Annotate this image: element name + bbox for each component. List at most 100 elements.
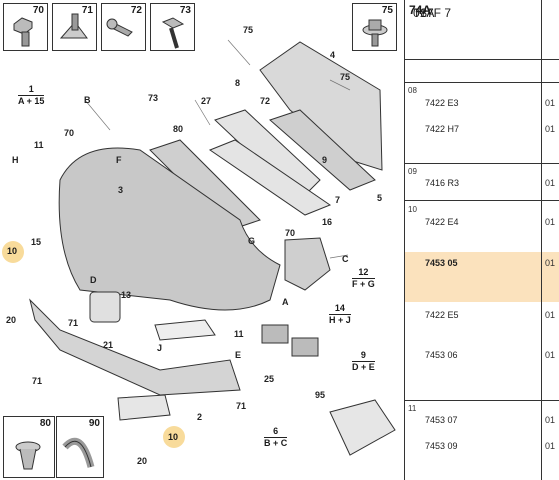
fastener-box-80[interactable]: 80 bbox=[3, 416, 55, 478]
fastener-number: 80 bbox=[39, 418, 51, 429]
bumper-line-art bbox=[29, 39, 396, 456]
callout-label[interactable]: F bbox=[116, 155, 122, 165]
brackets-25a bbox=[261, 324, 289, 344]
callout-label[interactable]: 95 bbox=[315, 390, 326, 400]
callout-label[interactable]: D bbox=[90, 275, 97, 285]
emblem bbox=[89, 291, 121, 323]
callout-label[interactable]: 20 bbox=[6, 315, 17, 325]
callout-label[interactable]: 3 bbox=[118, 185, 124, 195]
table-header: T87F 7 74A 01A bbox=[405, 0, 559, 60]
fastener-box-71[interactable]: 71 bbox=[52, 3, 97, 51]
part-code[interactable]: 7453 06 bbox=[425, 350, 458, 360]
highlighted-callout[interactable]: 10 bbox=[168, 432, 179, 442]
callout-label[interactable]: 75 bbox=[340, 72, 351, 82]
bolt-with-collar-icon bbox=[13, 17, 33, 47]
callout-label[interactable]: 27 bbox=[201, 96, 212, 106]
highlighted-callout[interactable]: 10 bbox=[7, 246, 18, 256]
part-code[interactable]: 7416 R3 bbox=[425, 178, 460, 188]
fog-light-bezel bbox=[154, 319, 216, 341]
fastener-box-75[interactable]: 75 bbox=[352, 3, 397, 51]
callout-label[interactable]: A bbox=[282, 297, 289, 307]
callout-label[interactable]: 13 bbox=[121, 290, 132, 300]
callout-label[interactable]: 4 bbox=[330, 50, 336, 60]
group-refs: A + 15 bbox=[18, 96, 45, 106]
group-label-14[interactable]: 14 H + J bbox=[329, 303, 351, 326]
middle-grille bbox=[208, 139, 332, 216]
side-bracket bbox=[284, 237, 331, 291]
callout-label[interactable]: 9 bbox=[322, 155, 328, 165]
part-code[interactable]: 7422 H7 bbox=[425, 124, 460, 134]
callout-label[interactable]: 80 bbox=[173, 124, 184, 134]
callout-label[interactable]: 8 bbox=[235, 78, 241, 88]
part-code[interactable]: 7453 09 bbox=[425, 441, 458, 451]
wiring-harness bbox=[329, 399, 396, 456]
group-label-9[interactable]: 9 D + E bbox=[352, 350, 375, 373]
group-label-12[interactable]: 12 F + G bbox=[352, 267, 375, 290]
callout-label[interactable]: 7 bbox=[335, 195, 341, 205]
group-code: 08 bbox=[408, 86, 417, 95]
callout-label[interactable]: 75 bbox=[243, 25, 254, 35]
group-number: 12 bbox=[352, 267, 375, 279]
fastener-box-70[interactable]: 70 bbox=[3, 3, 48, 51]
quantity: 01 bbox=[545, 258, 556, 268]
callout-label[interactable]: 11 bbox=[234, 329, 244, 339]
part-code[interactable]: 7453 07 bbox=[425, 415, 458, 425]
callout-label[interactable]: 70 bbox=[285, 228, 296, 238]
group-code: 09 bbox=[408, 167, 417, 176]
callout-label[interactable]: J bbox=[157, 343, 163, 353]
callout-label[interactable]: H bbox=[12, 155, 19, 165]
callout-label[interactable]: 72 bbox=[260, 96, 271, 106]
callout-label[interactable]: 71 bbox=[236, 401, 247, 411]
screw-with-cone-washer-icon bbox=[59, 13, 88, 39]
highlight-marker bbox=[163, 426, 185, 448]
group-refs: B + C bbox=[264, 438, 288, 448]
group-label-1[interactable]: 1 A + 15 bbox=[18, 84, 45, 107]
part-code[interactable]: 7422 E5 bbox=[425, 310, 459, 320]
callout-label[interactable]: 70 bbox=[64, 128, 75, 138]
callout-label[interactable]: 73 bbox=[148, 93, 159, 103]
callout-label[interactable]: 25 bbox=[264, 374, 275, 384]
fastener-box-73[interactable]: 73 bbox=[150, 3, 195, 51]
callout-label[interactable]: B bbox=[84, 95, 91, 105]
fastener-box-72[interactable]: 72 bbox=[101, 3, 146, 51]
fastener-number: 75 bbox=[381, 5, 393, 16]
part-code[interactable]: 7422 E4 bbox=[425, 217, 459, 227]
callout-label[interactable]: 16 bbox=[322, 217, 333, 227]
fastener-number: 72 bbox=[130, 5, 142, 16]
group-number: 9 bbox=[352, 350, 375, 362]
fastener-box-90[interactable]: 90 bbox=[56, 416, 104, 478]
bumper-shell bbox=[58, 147, 281, 311]
group-refs: D + E bbox=[352, 362, 375, 372]
callout-label[interactable]: 21 bbox=[103, 340, 114, 350]
group-number: 1 bbox=[18, 84, 45, 96]
callout-label[interactable]: 71 bbox=[32, 376, 43, 386]
callout-label[interactable]: 11 bbox=[34, 140, 44, 150]
group-number: 14 bbox=[329, 303, 351, 315]
callout-label[interactable]: 71 bbox=[68, 318, 79, 328]
quantity: 01 bbox=[545, 124, 556, 134]
callout-label[interactable]: 20 bbox=[137, 456, 148, 466]
column-divider bbox=[541, 0, 542, 480]
callout-label[interactable]: 5 bbox=[377, 193, 383, 203]
quantity: 01 bbox=[545, 441, 556, 451]
group-number: 6 bbox=[264, 426, 288, 438]
callout-label[interactable]: 15 bbox=[31, 237, 42, 247]
quantity: 01 bbox=[545, 178, 556, 188]
callout-label[interactable]: G bbox=[248, 236, 256, 246]
part-code[interactable]: 7453 05 bbox=[425, 258, 458, 268]
ref-bold: 74A bbox=[409, 3, 432, 17]
part-code[interactable]: 7422 E3 bbox=[425, 98, 459, 108]
row-separator bbox=[405, 200, 559, 201]
callout-label[interactable]: C bbox=[342, 254, 349, 264]
lower-spoiler bbox=[29, 298, 241, 396]
row-separator bbox=[405, 400, 559, 401]
group-label-6[interactable]: 6 B + C bbox=[264, 426, 288, 449]
row-separator bbox=[405, 82, 559, 83]
reference-table: T87F 7 74A 01A 08 7422 E3 01 7422 H7 01 … bbox=[404, 0, 559, 480]
quantity: 01 bbox=[545, 310, 556, 320]
quantity: 01 bbox=[545, 350, 556, 360]
callout-label[interactable]: 2 bbox=[197, 412, 203, 422]
row-separator bbox=[405, 163, 559, 164]
callout-label[interactable]: E bbox=[235, 350, 242, 360]
